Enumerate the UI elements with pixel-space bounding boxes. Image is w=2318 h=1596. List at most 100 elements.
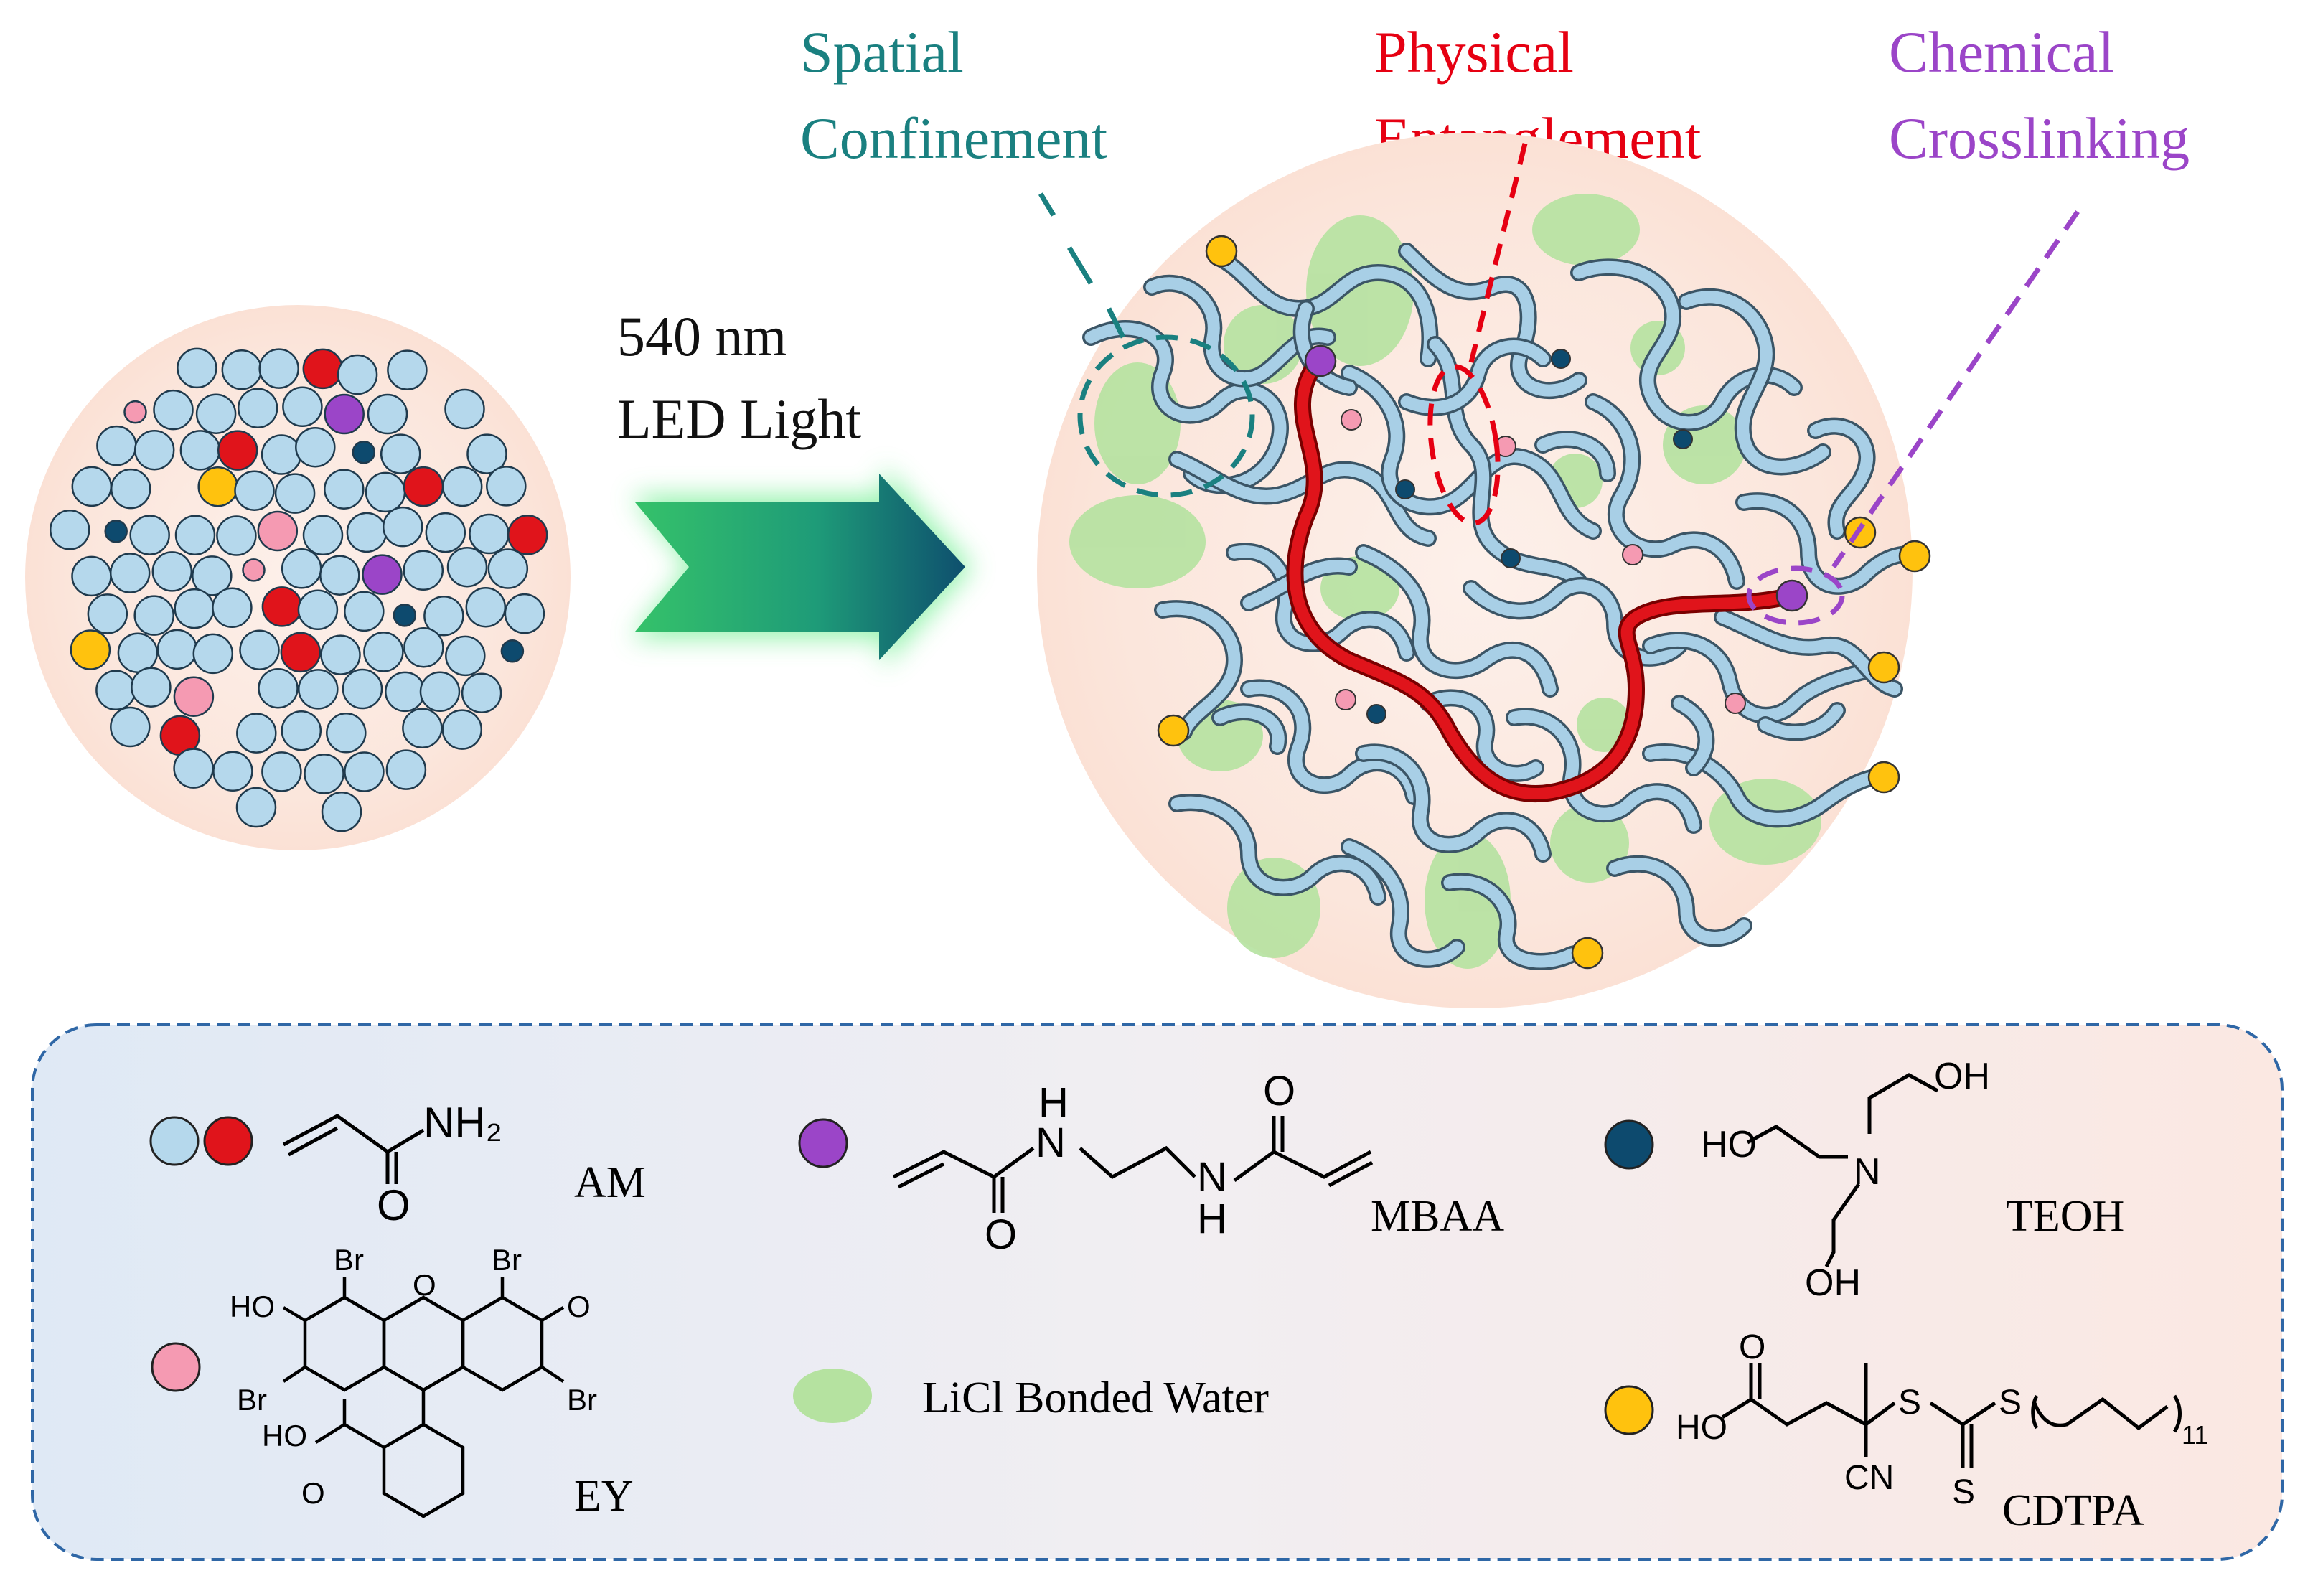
monomer-dot — [216, 515, 257, 556]
monomer-dot — [295, 426, 336, 468]
spatial-label-line2: Confinement — [800, 105, 1107, 171]
monomer-dot — [195, 393, 237, 434]
monomer-dot — [298, 669, 339, 710]
monomer-dot — [153, 389, 194, 431]
crosslinker-dot — [324, 393, 365, 435]
monomer-dot — [151, 551, 193, 592]
polymer-chain — [1400, 245, 1585, 397]
monomer-dot — [382, 506, 423, 548]
monomer-dot — [96, 425, 137, 466]
cdtpa-cn: CN — [1844, 1459, 1894, 1497]
monomer-dot — [402, 708, 443, 748]
monomer-dot — [465, 586, 507, 628]
monomer-solution-panel — [25, 305, 571, 850]
teoh-dot — [1395, 479, 1415, 499]
ey-acid-ho: HO — [262, 1419, 307, 1452]
polymer-chain — [1228, 545, 1413, 659]
polymer-chain — [1587, 395, 1743, 588]
physical-label-line1: Physical — [1374, 19, 1574, 85]
monomer-dot — [239, 629, 280, 670]
am-structure — [282, 1114, 425, 1184]
monomer-dot — [236, 713, 277, 754]
spatial-label-line1: Spatial — [800, 19, 964, 85]
monomer-dot — [156, 629, 198, 670]
monomer-dot — [221, 349, 263, 390]
monomer-dot — [321, 791, 362, 832]
monomer-dot — [261, 751, 302, 792]
callouts — [1038, 143, 2080, 626]
monomer-dot — [385, 671, 426, 713]
monomer_red-dot — [217, 430, 258, 471]
monomer-dot — [274, 473, 316, 514]
polymer-chain — [1608, 858, 1750, 944]
monomer-dot — [192, 633, 234, 675]
ey-structure — [282, 1277, 565, 1518]
water-blob-icon — [1306, 215, 1414, 366]
polymer-chain — [1680, 291, 1829, 473]
physical-entanglement-ellipse — [1427, 364, 1501, 526]
monomer-dot — [174, 515, 216, 555]
monomer-dot — [71, 466, 113, 507]
polymer-chains — [1082, 243, 1925, 970]
chemical-label-line2: Crosslinking — [1889, 105, 2190, 171]
legend-ey: Br Br HO O Br Br O HO O EY — [151, 1243, 634, 1521]
monomer-dot — [49, 510, 90, 550]
monomer-dot — [469, 513, 510, 555]
polymer-chain — [1357, 746, 1549, 860]
mbaa-label: MBAA — [1371, 1192, 1504, 1241]
ey-o: O — [567, 1290, 591, 1323]
chemical-crosslinking-ellipse — [1746, 565, 1845, 626]
hydrogel-network-panel — [1037, 133, 2080, 1008]
polymer-chain — [1343, 840, 1463, 966]
polymer-chain — [1536, 433, 1614, 480]
water-blob-icon — [1532, 194, 1640, 266]
cdtpa-dot — [1898, 540, 1931, 573]
ey-ring-o: O — [413, 1268, 436, 1302]
monomer-dot — [425, 512, 466, 553]
monomer-dot — [237, 388, 278, 428]
monomer-dot — [95, 670, 136, 711]
monomer-dot — [444, 388, 485, 430]
teoh-dot — [500, 639, 525, 663]
ey-br4: Br — [567, 1383, 597, 1417]
ey-br1: Br — [334, 1243, 364, 1277]
monomer-dot — [324, 469, 365, 510]
monomer-dot — [282, 386, 323, 428]
monomer-dot — [133, 595, 174, 636]
mbaa-n2: N — [1197, 1154, 1227, 1201]
monomer-dot — [342, 668, 383, 710]
monomer-dot — [466, 433, 507, 474]
legend-panel: NH₂ O AM N H O N H O MBAA — [31, 1023, 2284, 1561]
teoh-dot — [1551, 349, 1571, 369]
polymer-chain — [1084, 322, 1287, 492]
teoh-oh2: OH — [1805, 1262, 1861, 1304]
monomer-dot — [344, 591, 385, 632]
monomer-dot — [297, 589, 339, 631]
teoh-circle-icon — [1604, 1119, 1654, 1170]
crosslinker-dot — [1304, 344, 1337, 377]
ey-label: EY — [574, 1472, 634, 1521]
teoh-dot — [1366, 704, 1386, 724]
legend-licl: LiCl Bonded Water — [793, 1369, 1269, 1423]
monomer-dot — [367, 393, 408, 435]
am-nh2: NH₂ — [423, 1099, 502, 1147]
mbaa-h2: H — [1197, 1196, 1227, 1242]
polymer-chain — [1214, 705, 1285, 753]
water-blob-icon — [1425, 832, 1511, 969]
ey-dot — [1335, 689, 1356, 710]
cdtpa-structure — [1721, 1363, 2182, 1468]
ey-acid-o: O — [301, 1476, 325, 1510]
cdtpa-dot — [1205, 235, 1238, 268]
monomer-dot — [423, 595, 464, 637]
monomer-dot — [131, 667, 172, 708]
monomer-dot — [304, 754, 344, 794]
cdtpa-dot — [1157, 714, 1190, 747]
polymer-chain — [1644, 634, 1887, 722]
crosslinker-dot — [362, 554, 403, 595]
teoh-dot — [1673, 429, 1693, 449]
mbaa-n1: N — [1036, 1119, 1066, 1166]
monomer-dot — [192, 555, 233, 596]
monomer-dot — [110, 468, 151, 510]
polymer-chain — [1572, 260, 1801, 429]
monomer-dot — [344, 751, 385, 792]
